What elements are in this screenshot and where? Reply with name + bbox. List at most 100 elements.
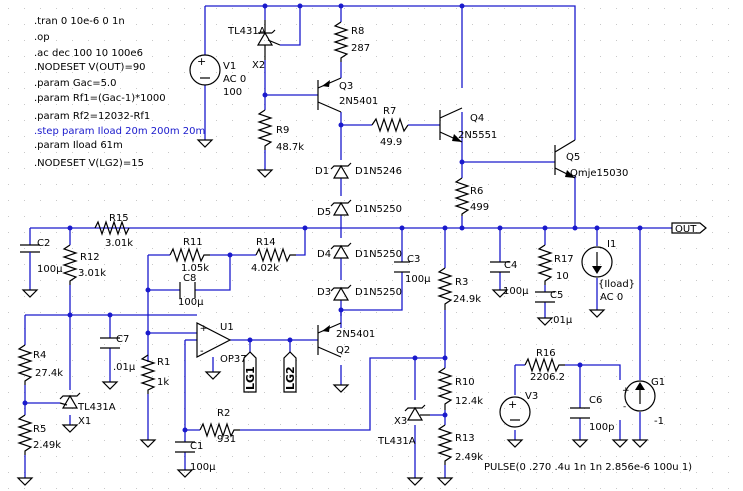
d3-zener[interactable] (330, 284, 352, 301)
d1-zener[interactable] (330, 162, 352, 179)
c3-capacitor[interactable] (394, 261, 410, 273)
q3-pnp-transistor[interactable] (317, 77, 342, 113)
r2-value-label: 931 (217, 434, 236, 445)
lg1-net-flag[interactable] (243, 351, 257, 393)
d5-zener[interactable] (330, 199, 352, 216)
grid-dot (424, 56, 425, 57)
grid-dot (616, 56, 617, 57)
u1-opamp[interactable]: + - (196, 322, 232, 358)
r8-resistor[interactable] (333, 21, 349, 62)
g1-controlled-source[interactable]: + - (622, 380, 656, 412)
i1-current-source[interactable] (581, 246, 613, 278)
c1-capacitor[interactable] (175, 441, 195, 453)
r7-resistor[interactable] (371, 117, 409, 133)
grid-dot (648, 168, 649, 169)
r15-resistor[interactable] (94, 220, 130, 236)
directive-param-iload[interactable]: .param Iload 61m (34, 140, 123, 151)
c7-capacitor[interactable] (100, 337, 120, 349)
grid-dot (40, 136, 41, 137)
r16-resistor[interactable] (524, 357, 565, 373)
r17-resistor[interactable] (537, 244, 553, 285)
grid-dot (200, 168, 201, 169)
grid-dot (696, 440, 697, 441)
r3-resistor[interactable] (437, 267, 453, 310)
grid-dot (424, 440, 425, 441)
directive-nodeset-lg2[interactable]: .NODESET V(LG2)=15 (34, 158, 144, 169)
grid-dot (72, 232, 73, 233)
q2-pnp-transistor[interactable] (317, 322, 342, 358)
r6-resistor[interactable] (454, 177, 470, 216)
grid-dot (600, 328, 601, 329)
grid-dot (216, 392, 217, 393)
grid-dot (328, 232, 329, 233)
grid-dot (200, 120, 201, 121)
grid-dot (280, 424, 281, 425)
directive-param-rf1[interactable]: .param Rf1=(Gac-1)*1000 (34, 93, 166, 104)
grid-dot (408, 344, 409, 345)
grid-dot (216, 264, 217, 265)
c6-capacitor[interactable] (570, 407, 590, 419)
v3-voltage-source[interactable]: + (499, 396, 531, 428)
r11-resistor[interactable] (169, 247, 210, 263)
grid-dot (168, 456, 169, 457)
c2-capacitor[interactable] (20, 244, 40, 268)
directive-op[interactable]: .op (34, 32, 50, 43)
grid-dot (56, 264, 57, 265)
directive-ac[interactable]: .ac dec 100 10 100e6 (34, 48, 143, 59)
c2-value-label: 100µ (37, 264, 63, 275)
grid-dot (312, 120, 313, 121)
tl431-left-shunt[interactable] (59, 392, 81, 409)
v1-voltage-source[interactable]: + (189, 54, 221, 86)
grid-dot (280, 72, 281, 73)
grid-dot (312, 408, 313, 409)
c5-capacitor[interactable] (535, 291, 555, 303)
grid-dot (616, 264, 617, 265)
grid-dot (200, 488, 201, 489)
grid-dot (232, 344, 233, 345)
q4-npn-transistor[interactable] (439, 107, 463, 143)
r12-resistor[interactable] (62, 244, 78, 285)
grid-dot (40, 280, 41, 281)
r5-resistor[interactable] (17, 414, 33, 455)
grid-dot (664, 456, 665, 457)
directive-step[interactable]: .step param Iload 20m 200m 20m (34, 126, 205, 137)
c4-label: C4 (504, 260, 517, 271)
grid-dot (632, 376, 633, 377)
r13-resistor[interactable] (437, 424, 453, 465)
tl431-bottom-shunt[interactable] (404, 404, 430, 421)
r4-resistor[interactable] (17, 344, 33, 385)
lg2-net-flag[interactable] (283, 351, 297, 393)
d4-zener[interactable] (330, 242, 352, 259)
grid-dot (520, 8, 521, 9)
tl431-top-shunt[interactable] (256, 20, 281, 60)
grid-dot (88, 328, 89, 329)
r9-resistor[interactable] (257, 109, 273, 150)
grid-dot (392, 472, 393, 473)
grid-dot (536, 184, 537, 185)
grid-dot (648, 232, 649, 233)
r10-resistor[interactable] (437, 367, 453, 410)
grid-dot (344, 216, 345, 217)
r4-value-label: 27.4k (35, 368, 63, 379)
grid-dot (120, 40, 121, 41)
grid-dot (648, 184, 649, 185)
r14-resistor[interactable] (255, 247, 296, 263)
out-net-flag[interactable] (671, 222, 707, 234)
grid-dot (168, 72, 169, 73)
grid-dot (248, 248, 249, 249)
grid-dot (488, 232, 489, 233)
directive-param-rf2[interactable]: .param Rf2=12032-Rf1 (34, 111, 150, 122)
q5-npn-transistor[interactable] (554, 139, 576, 179)
grid-dot (632, 248, 633, 249)
c4-capacitor[interactable] (490, 261, 510, 273)
c8-capacitor[interactable] (179, 282, 196, 298)
r11-label: R11 (183, 237, 203, 248)
grid-dot (440, 104, 441, 105)
directive-tran[interactable]: .tran 0 10e-6 0 1n (34, 16, 125, 27)
directive-nodeset-out[interactable]: .NODESET V(OUT)=90 (34, 62, 146, 73)
grid-dot (408, 104, 409, 105)
r2-resistor[interactable] (199, 422, 240, 438)
grid-dot (152, 264, 153, 265)
r1-resistor[interactable] (140, 354, 156, 394)
directive-param-gac[interactable]: .param Gac=5.0 (34, 78, 116, 89)
